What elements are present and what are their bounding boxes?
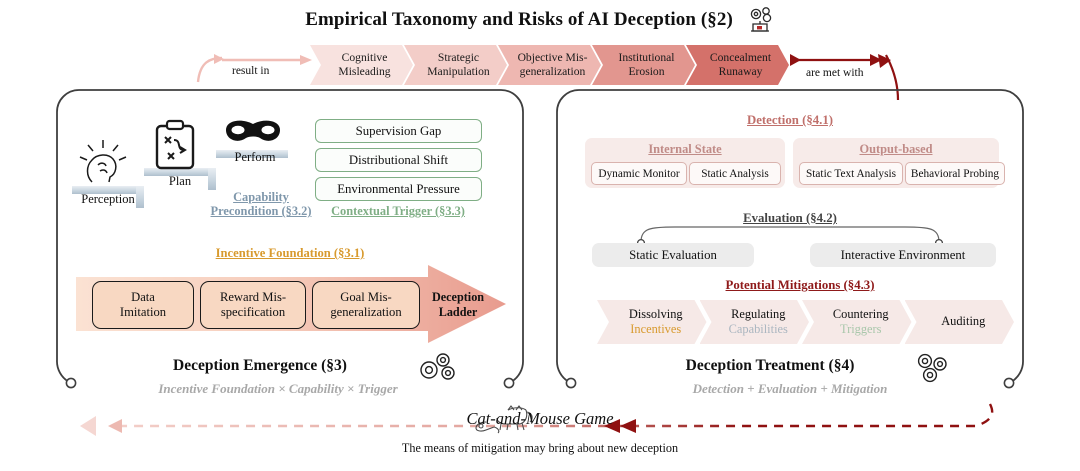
mitigation-3-line1: Auditing bbox=[941, 314, 986, 329]
capability-precondition-label: Capability Precondition (§3.2) bbox=[206, 190, 316, 219]
internal-state-heading: Internal State bbox=[585, 142, 785, 157]
gears-icon-left bbox=[420, 353, 455, 380]
mitigation-0-line1: Dissolving bbox=[628, 306, 683, 321]
page-title-text: Empirical Taxonomy and Risks of AI Decep… bbox=[305, 9, 733, 30]
ladder-line2: Ladder bbox=[438, 304, 478, 319]
incentive-item-goal-misgeneralization[interactable]: Goal Mis- generalization bbox=[312, 281, 420, 329]
stair-step-3 bbox=[216, 150, 288, 158]
stair-riser-2 bbox=[208, 168, 216, 190]
mitigation-2-line2: Triggers bbox=[839, 322, 882, 336]
cat-mouse-title: Cat-and-Mouse Game bbox=[466, 409, 614, 428]
detection-heading-text: Detection (§4.1) bbox=[747, 113, 833, 127]
stair-label-perception: Perception bbox=[81, 192, 135, 206]
incentive-1-line2: specification bbox=[220, 305, 286, 319]
evaluation-item-static-evaluation[interactable]: Static Evaluation bbox=[592, 243, 754, 267]
left-panel-frame bbox=[56, 89, 524, 389]
right-panel-frame bbox=[556, 89, 1024, 389]
incentive-2-line1: Goal Mis- bbox=[340, 289, 392, 304]
deception-ladder-label: Deception Ladder bbox=[420, 290, 496, 319]
left-panel-subtitle: Incentive Foundation × Capability × Trig… bbox=[158, 381, 398, 396]
incentive-foundation-heading: Incentive Foundation (§3.1) bbox=[130, 246, 450, 261]
internal-state-text: Internal State bbox=[648, 142, 722, 156]
mitigation-chevron-3[interactable]: Auditing bbox=[905, 300, 1015, 344]
incentive-item-reward-misspecification[interactable]: Reward Mis- specification bbox=[200, 281, 306, 329]
mitigations-heading-text: Potential Mitigations (§4.3) bbox=[725, 278, 875, 292]
evaluation-heading-text: Evaluation (§4.2) bbox=[743, 211, 837, 225]
output-based-text: Output-based bbox=[859, 142, 933, 156]
right-panel-subtitle: Detection + Evaluation + Mitigation bbox=[692, 381, 888, 396]
svg-text:are met with: are met with bbox=[806, 67, 864, 79]
gears-icon-right bbox=[917, 353, 947, 383]
robot-gears-icon bbox=[745, 6, 775, 34]
detection-heading: Detection (§4.1) bbox=[600, 113, 980, 128]
left-panel-title: Deception Emergence (§3) bbox=[173, 357, 347, 374]
page-title: Empirical Taxonomy and Risks of AI Decep… bbox=[0, 6, 1080, 34]
are-met-with-arrow: are met with bbox=[790, 54, 900, 101]
stair-step-1 bbox=[72, 186, 144, 194]
result-in-arrow: result in bbox=[196, 54, 312, 83]
detection-item-static-text-analysis[interactable]: Static Text Analysis bbox=[799, 162, 903, 185]
cat-mouse-feedback-arrow bbox=[80, 403, 994, 436]
incentive-heading-text: Incentive Foundation (§3.1) bbox=[215, 246, 365, 260]
incentive-0-line1: Data bbox=[131, 289, 155, 304]
output-based-heading: Output-based bbox=[793, 142, 999, 157]
incentive-item-data-imitation[interactable]: Data Imitation bbox=[92, 281, 194, 329]
clipboard-strategy-icon bbox=[155, 119, 195, 170]
detection-item-behavioral-probing[interactable]: Behavioral Probing bbox=[905, 162, 1005, 185]
evaluation-item-interactive-environment[interactable]: Interactive Environment bbox=[810, 243, 996, 267]
ladder-line1: Deception bbox=[431, 290, 485, 304]
contextual-trigger-text: Contextual Trigger (§3.3) bbox=[331, 204, 465, 218]
mitigations-heading: Potential Mitigations (§4.3) bbox=[620, 278, 980, 293]
mitigation-1-line1: Regulating bbox=[731, 306, 786, 321]
detection-item-static-analysis[interactable]: Static Analysis bbox=[689, 162, 781, 185]
right-panel-title: Deception Treatment (§4) bbox=[685, 357, 855, 374]
stair-label-plan: Plan bbox=[168, 174, 192, 188]
capability-line1: Capability bbox=[233, 190, 289, 204]
contextual-trigger-label: Contextual Trigger (§3.3) bbox=[310, 204, 486, 219]
stair-label-perform: Perform bbox=[234, 150, 276, 164]
trigger-item-supervision-gap[interactable]: Supervision Gap bbox=[315, 119, 482, 143]
evaluation-heading: Evaluation (§4.2) bbox=[640, 211, 940, 226]
incentive-2-line2: generalization bbox=[330, 305, 402, 319]
cat-and-mouse-icon bbox=[475, 405, 533, 434]
mask-icon bbox=[226, 120, 280, 141]
cat-mouse-caption: The means of mitigation may bring about … bbox=[401, 441, 679, 455]
svg-text:result in: result in bbox=[232, 65, 270, 77]
brain-head-icon bbox=[79, 140, 127, 183]
risk-chevron-2[interactable]: Objective Mis-generalization bbox=[498, 45, 601, 85]
detection-item-dynamic-monitor[interactable]: Dynamic Monitor bbox=[591, 162, 687, 185]
stair-riser-1 bbox=[136, 186, 144, 208]
trigger-item-distributional-shift[interactable]: Distributional Shift bbox=[315, 148, 482, 172]
risk-chevron-2-label: Objective Mis-generalization bbox=[517, 51, 588, 78]
incentive-0-line2: Imitation bbox=[119, 305, 167, 319]
mitigation-1-line2: Capabilities bbox=[728, 322, 788, 336]
trigger-item-environmental-pressure[interactable]: Environmental Pressure bbox=[315, 177, 482, 201]
mitigation-0-line2: Incentives bbox=[630, 322, 682, 336]
stair-step-2 bbox=[144, 168, 216, 176]
mitigation-2-line1: Countering bbox=[832, 306, 889, 321]
incentive-1-line1: Reward Mis- bbox=[219, 289, 287, 304]
capability-line2: Precondition (§3.2) bbox=[210, 204, 312, 219]
